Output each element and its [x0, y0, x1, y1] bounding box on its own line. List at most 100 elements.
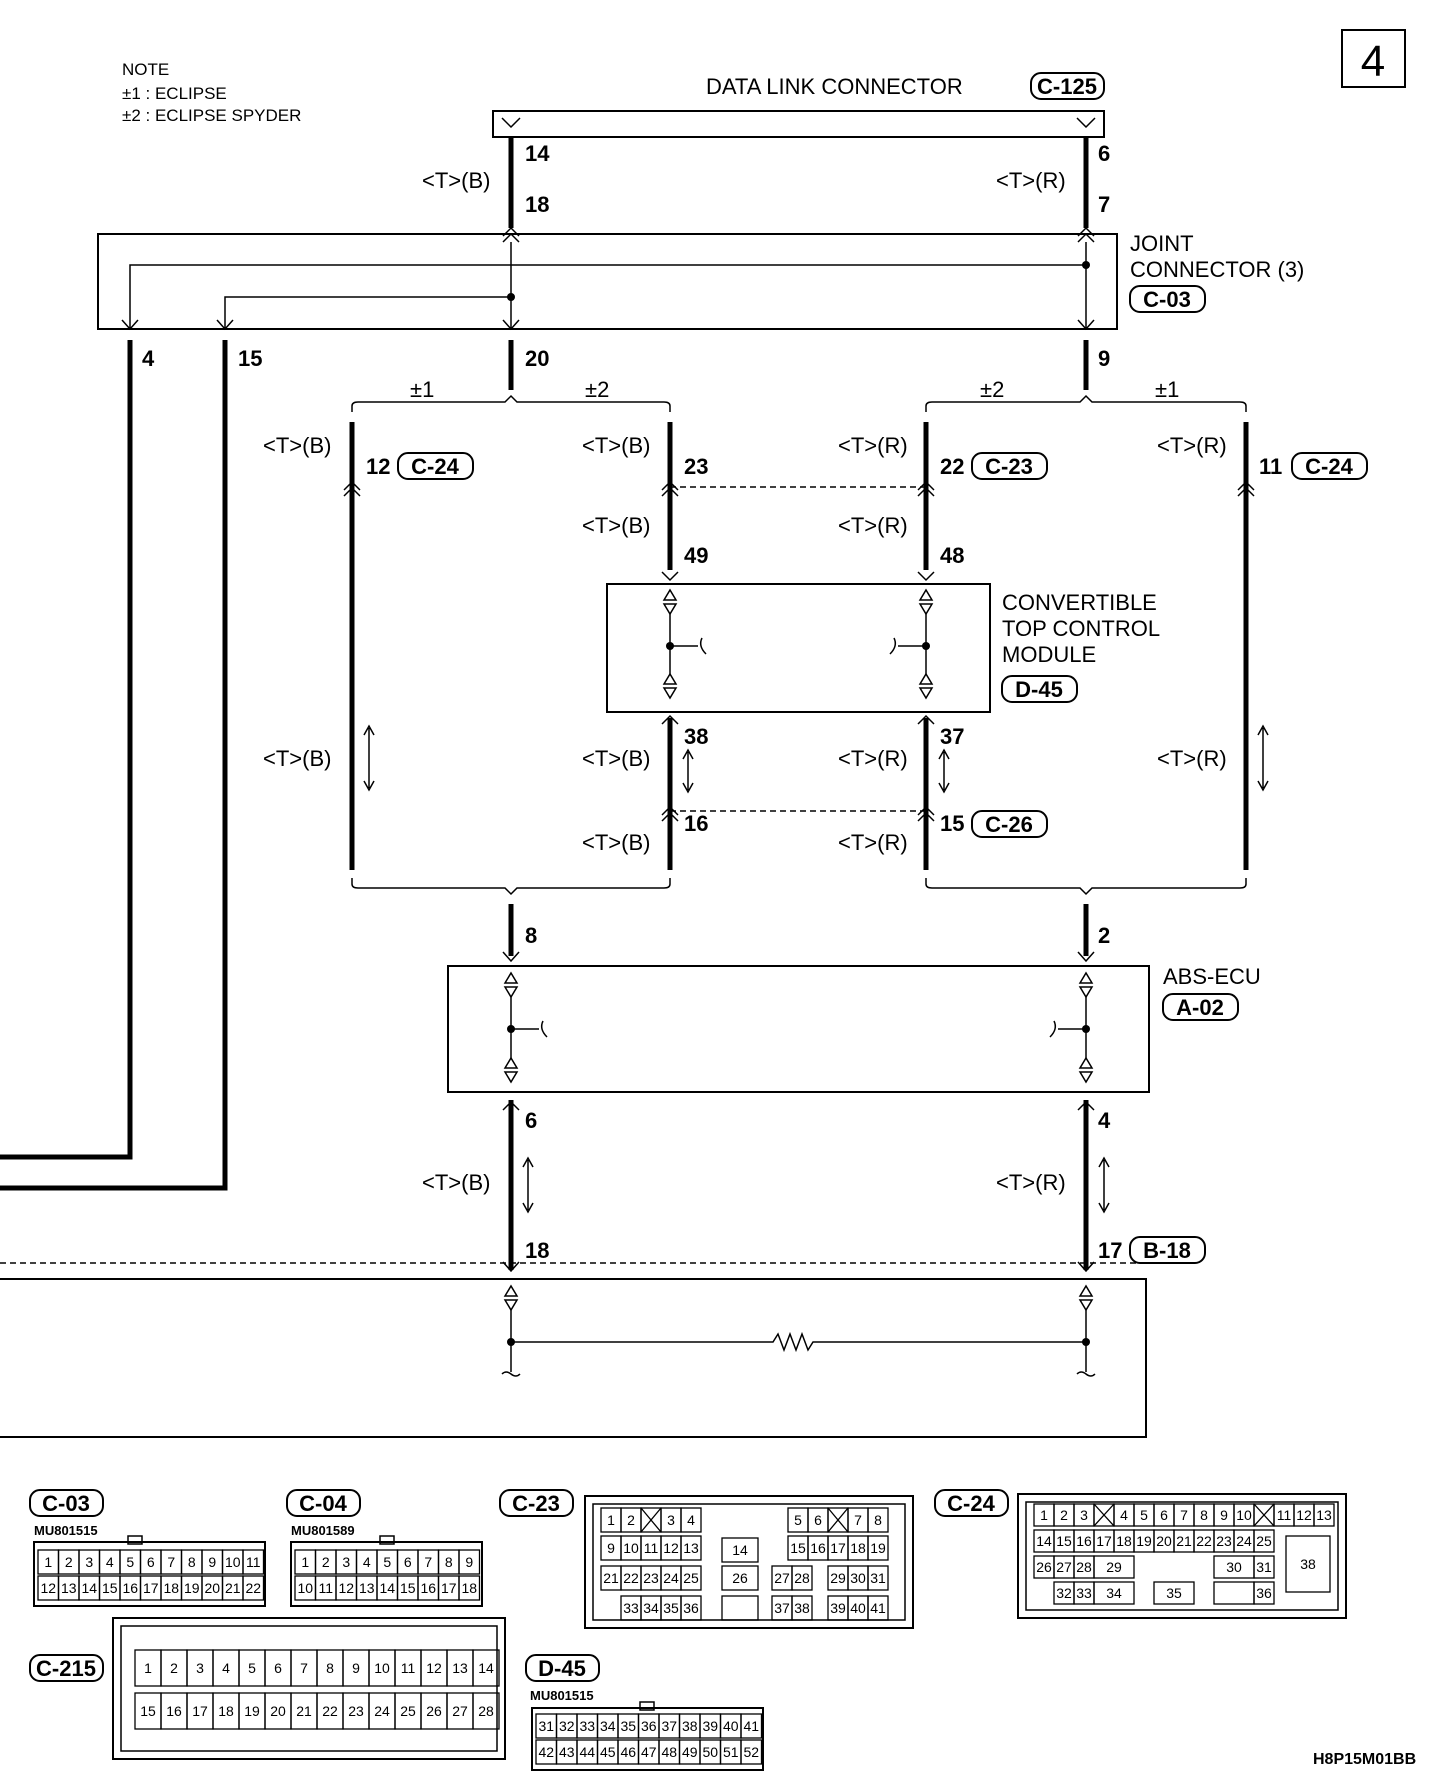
ctcm-pin-49: 49: [684, 543, 708, 568]
c23-pin-13: 13: [683, 1540, 699, 1556]
pin-15: 15: [940, 811, 964, 836]
note-item-spyder: ±2 : ECLIPSE SPYDER: [122, 106, 301, 125]
c215-pins-pin-27: 27: [452, 1703, 468, 1719]
pin-23: 23: [684, 454, 708, 479]
d45-pins-pin-37: 37: [661, 1718, 677, 1734]
c04-pins-pin-7: 7: [424, 1554, 432, 1570]
c215-pins-pin-4: 4: [222, 1660, 230, 1676]
jc-label-2: CONNECTOR (3): [1130, 257, 1304, 282]
c215-pins-pin-9: 9: [352, 1660, 360, 1676]
c23-pin-8: 8: [874, 1512, 882, 1528]
b18-code: B-18: [1143, 1238, 1191, 1263]
d45-pins-pin-31: 31: [538, 1718, 554, 1734]
jc-pin-15: 15: [238, 346, 262, 371]
drawing-code: H8P15M01BB: [1313, 1751, 1416, 1768]
c23-pin-38: 38: [794, 1600, 810, 1616]
c04-part-number: MU801589: [291, 1523, 355, 1538]
d45-pins-pin-36: 36: [641, 1718, 657, 1734]
c215-pins-pin-14: 14: [478, 1660, 494, 1676]
c24-pin-26: 26: [1036, 1559, 1052, 1575]
c24-pin-28: 28: [1076, 1559, 1092, 1575]
jc-pin-9: 9: [1098, 346, 1110, 371]
c23-pin-29: 29: [830, 1570, 846, 1586]
c23-pin-31: 31: [870, 1570, 886, 1586]
c23-pin-1: 1: [607, 1512, 615, 1528]
c24-pin-8: 8: [1200, 1507, 1208, 1523]
ctcm-label-2: TOP CONTROL: [1002, 616, 1160, 641]
c24-pin-7: 7: [1180, 1507, 1188, 1523]
c03-pins-pin-4: 4: [106, 1554, 114, 1570]
c24-pin-38: 38: [1300, 1556, 1316, 1572]
c215-pins-pin-11: 11: [401, 1660, 416, 1676]
c03-view-code: C-03: [42, 1491, 90, 1516]
c23-pin-14: 14: [732, 1542, 748, 1558]
c24-pin-15: 15: [1056, 1533, 1072, 1549]
c23-pin-37: 37: [774, 1600, 790, 1616]
c23-pin-25: 25: [683, 1570, 699, 1586]
c23-pin-6: 6: [814, 1512, 822, 1528]
page-number-text: 4: [1361, 37, 1385, 86]
c24-pin-17: 17: [1096, 1533, 1112, 1549]
c215-pins-pin-5: 5: [248, 1660, 256, 1676]
jc-pin-in-right: 7: [1098, 192, 1110, 217]
c24-pin-31: 31: [1256, 1559, 1272, 1575]
ctcm-label-3: MODULE: [1002, 642, 1096, 667]
d45-pins-pin-42: 42: [538, 1744, 554, 1760]
ctcm-pin-37: 37: [940, 724, 964, 749]
c04-pins-pin-5: 5: [383, 1554, 391, 1570]
c23-pin-4: 4: [687, 1512, 695, 1528]
c23-pin-35: 35: [663, 1600, 679, 1616]
c23-pin-30: 30: [850, 1570, 866, 1586]
c04-pins-pin-17: 17: [441, 1580, 457, 1596]
d45-pins-pin-33: 33: [579, 1718, 595, 1734]
c23-pin-16: 16: [810, 1540, 826, 1556]
joint-connector: JOINT CONNECTOR (3) C-03: [97, 226, 1304, 331]
ctcm-label-1: CONVERTIBLE: [1002, 590, 1157, 615]
c24-pin-18: 18: [1116, 1533, 1132, 1549]
d45-pins-pin-35: 35: [620, 1718, 636, 1734]
data-link-connector: DATA LINK CONNECTOR C-125: [492, 72, 1105, 138]
c23-pin-9: 9: [607, 1540, 615, 1556]
c215-pins-pin-10: 10: [374, 1660, 390, 1676]
d45-pins-pin-47: 47: [641, 1744, 657, 1760]
wire-color-b-1: <T>(B): [263, 433, 331, 458]
pin-16: 16: [684, 811, 708, 836]
d45-pins-pin-43: 43: [559, 1744, 575, 1760]
c215-pins-pin-19: 19: [244, 1703, 260, 1719]
note-block: NOTE ±1 : ECLIPSE ±2 : ECLIPSE SPYDER: [122, 60, 301, 125]
pin-11: 11: [1259, 454, 1282, 479]
wire-color-b-2: <T>(B): [582, 433, 650, 458]
c24-pin-9: 9: [1220, 1507, 1228, 1523]
c03-pins-pin-5: 5: [126, 1554, 134, 1570]
ctcm-pin-38: 38: [684, 724, 708, 749]
b18-pin-17: 17: [1098, 1238, 1122, 1263]
dlc-pin-right: 6: [1098, 141, 1110, 166]
variant-eclipse-right: ±1: [1155, 377, 1179, 402]
b18-pin-18: 18: [525, 1238, 549, 1263]
c24-pin-6: 6: [1160, 1507, 1168, 1523]
wire-color-r-4: <T>(R): [838, 746, 908, 771]
c24-pin-19: 19: [1136, 1533, 1152, 1549]
jc-pin-in-left: 18: [525, 192, 549, 217]
abs-label: ABS-ECU: [1163, 964, 1261, 989]
wire-color-b-7: <T>(B): [422, 1170, 490, 1195]
c215-pins-pin-24: 24: [374, 1703, 390, 1719]
dlc-pin-left: 14: [525, 141, 550, 166]
c24-pin-29: 29: [1106, 1559, 1122, 1575]
c04-pins-pin-1: 1: [301, 1554, 309, 1570]
c23-pin-19: 19: [870, 1540, 886, 1556]
c24-pin-24: 24: [1236, 1533, 1252, 1549]
abs-pin-6: 6: [525, 1108, 537, 1133]
d45-pins-pin-46: 46: [620, 1744, 636, 1760]
c23-pin-33: 33: [623, 1600, 639, 1616]
d45-pins-pin-34: 34: [600, 1718, 616, 1734]
c23-pin-24: 24: [663, 1570, 679, 1586]
c24-pin-13: 13: [1316, 1507, 1332, 1523]
c04-pins-pin-12: 12: [338, 1580, 354, 1596]
variant-eclipse-left: ±1: [410, 377, 434, 402]
c215-pins-pin-28: 28: [478, 1703, 494, 1719]
